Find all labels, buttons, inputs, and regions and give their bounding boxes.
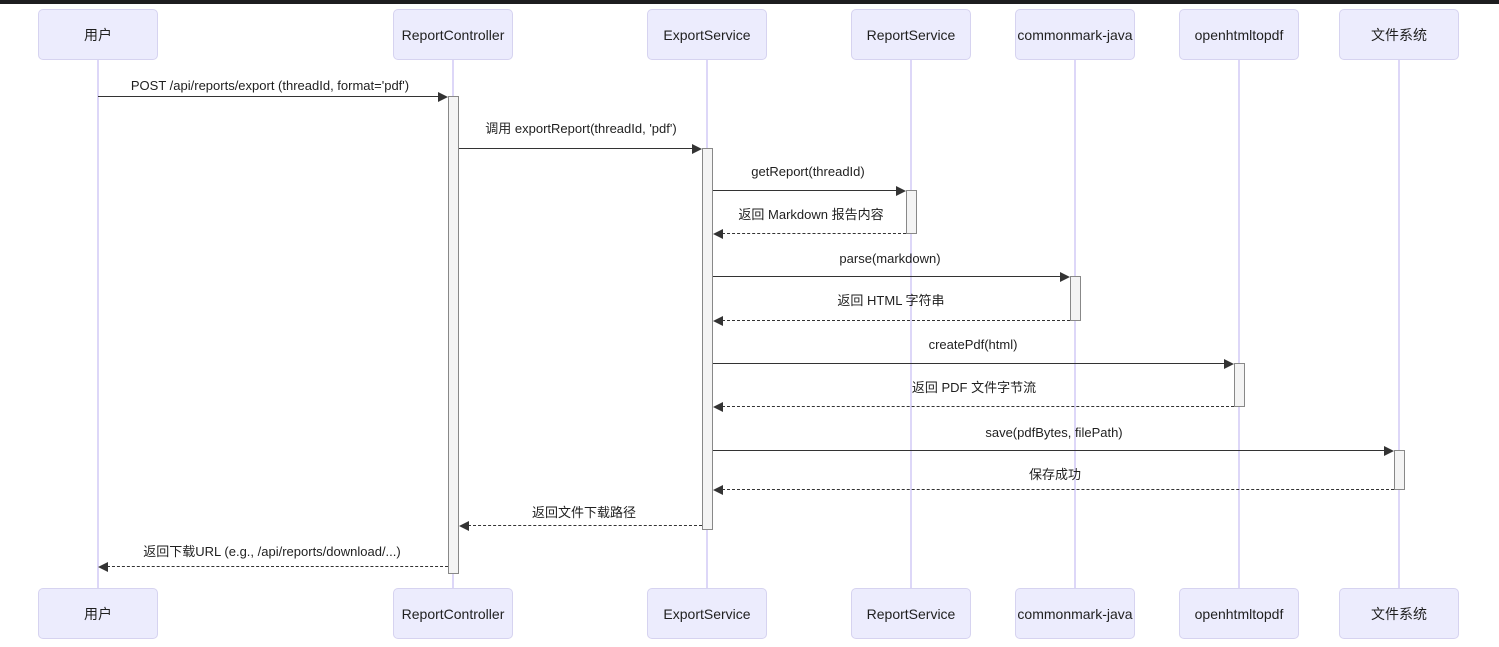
arrow-head-m3 — [895, 185, 906, 196]
message-label-m8: 返回 PDF 文件字节流 — [911, 380, 1037, 395]
participant-label: ReportController — [401, 26, 505, 43]
participant-bottom-reportservice[interactable]: ReportService — [851, 588, 971, 639]
participant-label: ExportService — [663, 605, 751, 622]
participant-label: openhtmltopdf — [1194, 26, 1284, 43]
participant-label: 文件系统 — [1371, 26, 1427, 43]
participant-label: 用户 — [84, 605, 112, 622]
participant-label: commonmark-java — [1017, 26, 1133, 43]
arrow-head-m9 — [1383, 445, 1394, 456]
participant-top-commonmark[interactable]: commonmark-java — [1015, 9, 1135, 60]
message-line-m8 — [721, 406, 1234, 407]
message-label-m12: 返回下载URL (e.g., /api/reports/download/...… — [143, 544, 401, 559]
participant-label: ExportService — [663, 26, 751, 43]
participant-label: 文件系统 — [1371, 605, 1427, 622]
participant-top-openhtmltopdf[interactable]: openhtmltopdf — [1179, 9, 1299, 60]
arrow-head-m11 — [458, 520, 469, 531]
message-line-m12 — [107, 566, 448, 567]
arrow-head-m10 — [712, 484, 723, 495]
participant-top-user[interactable]: 用户 — [38, 9, 158, 60]
participant-bottom-exportservice[interactable]: ExportService — [647, 588, 767, 639]
message-line-m7 — [712, 363, 1225, 364]
arrow-head-m5 — [1059, 271, 1070, 282]
participant-label: openhtmltopdf — [1194, 605, 1284, 622]
message-label-m6: 返回 HTML 字符串 — [837, 293, 945, 308]
participant-top-controller[interactable]: ReportController — [393, 9, 513, 60]
arrow-head-m2 — [691, 143, 702, 154]
message-line-m3 — [712, 190, 897, 191]
participant-top-filesystem[interactable]: 文件系统 — [1339, 9, 1459, 60]
message-line-m9 — [712, 450, 1385, 451]
lifeline-commonmark — [1074, 60, 1076, 588]
participant-top-reportservice[interactable]: ReportService — [851, 9, 971, 60]
message-label-m9: save(pdfBytes, filePath) — [985, 425, 1123, 440]
participant-top-exportservice[interactable]: ExportService — [647, 9, 767, 60]
participant-bottom-commonmark[interactable]: commonmark-java — [1015, 588, 1135, 639]
participant-label: 用户 — [84, 26, 112, 43]
participant-label: ReportController — [401, 605, 505, 622]
participant-label: commonmark-java — [1017, 605, 1133, 622]
arrow-head-m12 — [98, 561, 108, 572]
message-line-m5 — [712, 276, 1061, 277]
message-label-m5: parse(markdown) — [839, 251, 941, 266]
message-label-m7: createPdf(html) — [928, 337, 1018, 352]
activation-bar-openhtmltopdf — [1234, 363, 1245, 407]
message-label-m4: 返回 Markdown 报告内容 — [738, 207, 884, 222]
participant-label: ReportService — [866, 26, 956, 43]
message-line-m10 — [721, 489, 1394, 490]
arrow-head-m6 — [712, 315, 723, 326]
message-label-m10: 保存成功 — [1028, 467, 1082, 482]
lifeline-filesystem — [1398, 60, 1400, 588]
message-label-m11: 返回文件下载路径 — [531, 505, 637, 520]
arrow-head-m4 — [712, 228, 723, 239]
arrow-head-m8 — [712, 401, 723, 412]
lifeline-reportservice — [910, 60, 912, 588]
activation-bar-controller — [448, 96, 459, 574]
window-top-bar — [0, 0, 1499, 4]
arrow-head-m1 — [437, 91, 448, 102]
activation-bar-filesystem — [1394, 450, 1405, 490]
participant-bottom-controller[interactable]: ReportController — [393, 588, 513, 639]
lifeline-openhtmltopdf — [1238, 60, 1240, 588]
message-line-m6 — [721, 320, 1070, 321]
activation-bar-exportservice — [702, 148, 713, 530]
lifeline-user — [97, 60, 99, 588]
participant-bottom-filesystem[interactable]: 文件系统 — [1339, 588, 1459, 639]
message-line-m11 — [467, 525, 702, 526]
message-label-m3: getReport(threadId) — [751, 164, 865, 179]
message-line-m2 — [458, 148, 693, 149]
arrow-head-m7 — [1223, 358, 1234, 369]
participant-bottom-openhtmltopdf[interactable]: openhtmltopdf — [1179, 588, 1299, 639]
participant-bottom-user[interactable]: 用户 — [38, 588, 158, 639]
message-line-m1 — [98, 96, 439, 97]
message-label-m1: POST /api/reports/export (threadId, form… — [130, 78, 410, 93]
message-label-m2: 调用 exportReport(threadId, 'pdf') — [485, 121, 677, 136]
activation-bar-commonmark — [1070, 276, 1081, 321]
activation-bar-reportservice — [906, 190, 917, 234]
participant-label: ReportService — [866, 605, 956, 622]
message-line-m4 — [721, 233, 906, 234]
